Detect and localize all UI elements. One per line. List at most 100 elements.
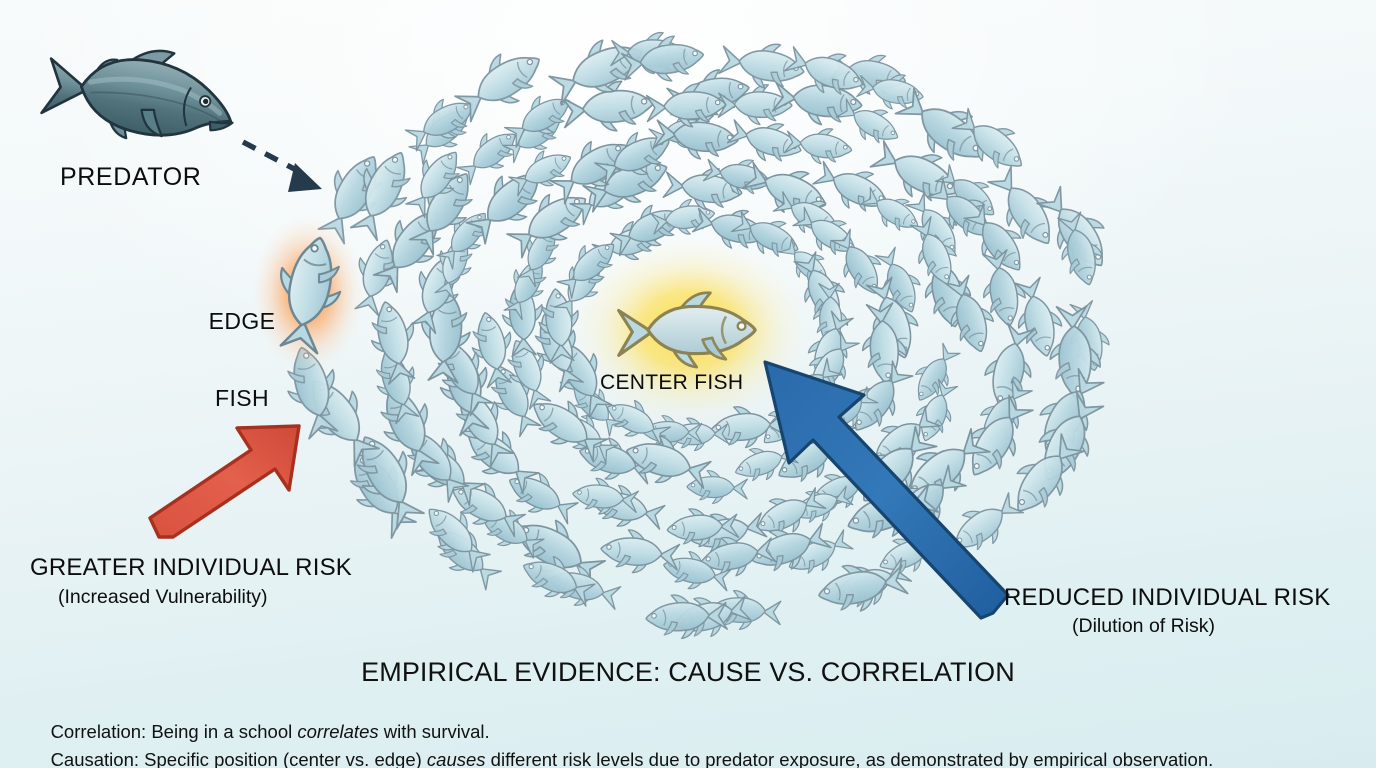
fish-eye <box>640 98 648 105</box>
fish-eye <box>671 524 677 531</box>
fish-eye <box>997 395 1004 402</box>
fish-eye <box>738 466 744 471</box>
school-fish <box>666 508 740 548</box>
school-fish <box>909 216 957 285</box>
school-fish <box>783 128 853 165</box>
fish-eye <box>604 245 610 251</box>
school-fish <box>653 114 739 160</box>
predator-fish <box>40 49 234 140</box>
school-fish <box>506 193 587 259</box>
fish-eye <box>843 144 848 150</box>
school-fish <box>428 508 491 573</box>
fish-eye <box>973 462 980 470</box>
reduced-risk-subtitle: (Dilution of Risk) <box>1072 615 1216 637</box>
school-fish <box>894 87 983 161</box>
fish-eye <box>1013 259 1020 266</box>
edge-fish-label-line1: EDGE <box>208 307 276 334</box>
school-fish <box>915 378 959 442</box>
school-fish <box>471 311 512 389</box>
fish-eye <box>506 134 511 140</box>
school-fish <box>349 152 411 242</box>
reduced-risk-arrow <box>763 360 1010 620</box>
caption-line-causation: Causation: Specific position (center vs.… <box>30 727 1214 768</box>
caption-line2-emphasis: causes <box>426 749 486 768</box>
fish-eye <box>705 556 711 562</box>
school-fish <box>370 301 416 385</box>
fish-eye <box>463 104 469 110</box>
school-fish <box>788 529 854 574</box>
school-fish <box>600 529 681 574</box>
greater-risk-subtitle: (Increased Vulnerability) <box>58 586 268 608</box>
caption-line1-pre: Correlation: Being in a school <box>50 721 298 742</box>
fish-eye <box>310 244 319 253</box>
school-fish <box>504 95 571 148</box>
fish-eye <box>781 467 788 473</box>
fish-eye <box>890 130 896 136</box>
fish-eye <box>850 98 857 106</box>
fish-eye <box>363 160 371 167</box>
fish-eye <box>1086 274 1092 280</box>
school-fish <box>771 77 863 126</box>
fish-eye <box>978 340 984 347</box>
fish-eye <box>1044 344 1051 351</box>
fish-eye <box>561 156 567 161</box>
fish-eye <box>690 482 696 488</box>
fish-eye <box>447 154 453 160</box>
school-fish <box>915 342 961 401</box>
school-fish <box>356 436 425 530</box>
school-fish <box>507 339 552 410</box>
school-fish <box>981 249 1026 327</box>
fish-eye <box>526 58 534 66</box>
school-fish <box>626 435 712 489</box>
school-fish <box>861 302 908 385</box>
school-fish <box>830 228 882 294</box>
school-fish <box>1016 433 1085 512</box>
school-fish <box>456 133 516 186</box>
fish-eye <box>1013 156 1020 162</box>
school-fish <box>522 555 596 607</box>
fish-eye <box>692 50 698 57</box>
fish-eye <box>615 145 622 152</box>
school-fish <box>735 443 799 482</box>
school-fish <box>408 173 473 256</box>
fish-eye <box>823 588 831 595</box>
school-fish <box>944 274 995 353</box>
school-fish <box>951 107 1022 169</box>
fish-eye <box>539 404 545 411</box>
fish-eye <box>458 489 464 495</box>
school-fish <box>663 550 732 592</box>
center-fish <box>617 291 757 369</box>
school-fish <box>783 46 864 95</box>
school-fish <box>963 203 1022 271</box>
fish-eye <box>852 517 860 524</box>
fish-eye <box>911 219 916 224</box>
fish-eye <box>923 431 928 437</box>
fish-eye <box>555 293 561 299</box>
fish-eye <box>433 510 439 517</box>
fish-eye <box>760 521 766 527</box>
caption-line1-emphasis: correlates <box>297 721 379 742</box>
school-fish <box>926 178 990 237</box>
edge-fish <box>279 236 342 355</box>
fish-eye <box>651 612 657 619</box>
fish-eye <box>856 419 862 426</box>
fish-eye <box>883 559 888 565</box>
school-fish <box>818 564 909 612</box>
greater-risk-arrow <box>148 424 301 539</box>
school-fish <box>1014 276 1063 357</box>
school-fish <box>508 150 572 197</box>
fish-eye <box>946 182 954 190</box>
caption-line1-post: with survival. <box>378 721 490 742</box>
fish-eye <box>715 424 722 431</box>
school-fish <box>380 386 440 477</box>
school-fish <box>645 594 729 640</box>
fish-eye <box>1007 315 1013 321</box>
school-fish <box>718 43 805 89</box>
fish-eye <box>386 306 393 313</box>
school-fish <box>987 165 1053 245</box>
fish-eye <box>987 206 993 211</box>
fish-eye <box>456 176 463 184</box>
school-fish <box>1057 211 1103 286</box>
fish-eye <box>477 214 482 220</box>
